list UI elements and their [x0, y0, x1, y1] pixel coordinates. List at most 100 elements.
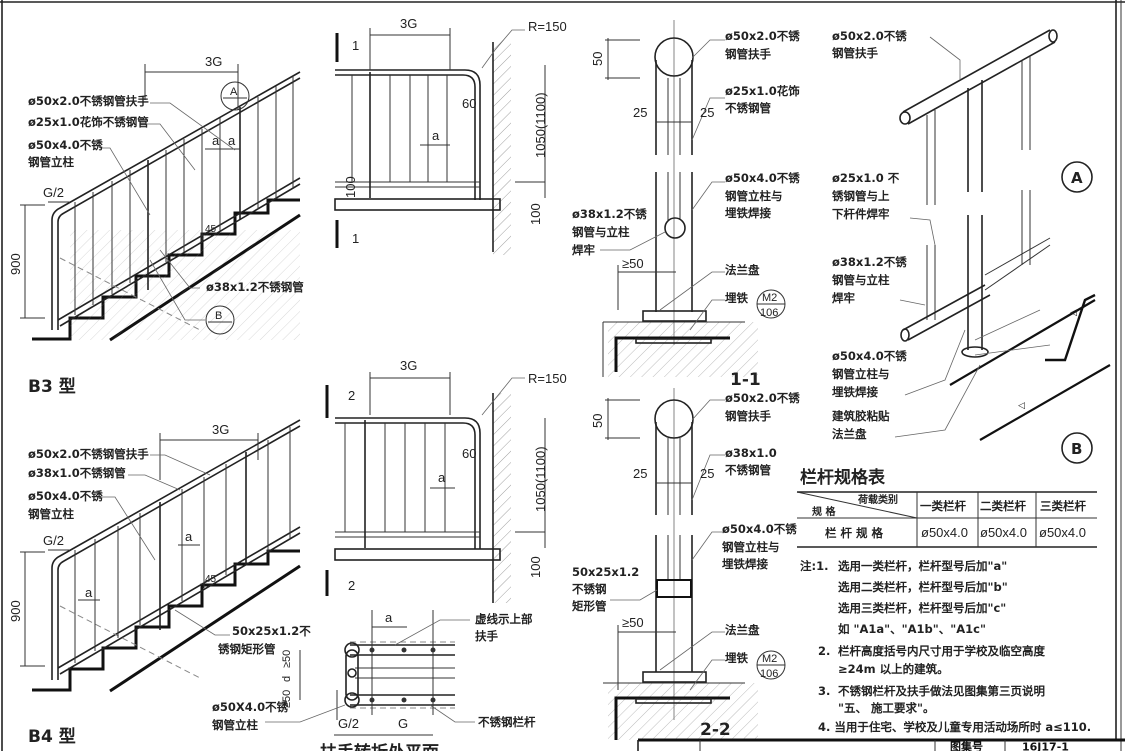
- detail11-label: ø50x4.0不锈: [725, 171, 800, 185]
- spec-table-cell: ø50x4.0: [980, 525, 1027, 540]
- iso-label: 法兰盘: [832, 427, 867, 441]
- note-line: 4. 当用于住宅、学校及儿童专用活动场所时 a≤110.: [818, 720, 1091, 734]
- notes: 注:1. 选用一类栏杆，栏杆型号后加"a" 选用二类栏杆，栏杆型号后加"b" 选…: [800, 559, 1091, 734]
- iso-detail: ◁◁: [894, 29, 1111, 464]
- b3-title: B3 型: [28, 376, 76, 397]
- note-line: "五、 施工要求"。: [838, 701, 935, 715]
- detail11-label: 埋铁焊接: [725, 206, 771, 220]
- spec-table-cell: ø50x4.0: [1039, 525, 1086, 540]
- detail22-label: ø38x1.0: [725, 446, 777, 460]
- detail22-label: ø50x2.0不锈: [725, 391, 800, 405]
- iso-callout-b: B: [1071, 440, 1082, 458]
- b3-label: ø50x4.0不锈: [28, 138, 103, 152]
- detail11-label: 钢管与立柱: [572, 225, 630, 239]
- section2-span-dim: 3G: [400, 358, 417, 373]
- detail22-label: 不锈钢: [572, 582, 607, 596]
- detail11-title: 1-1: [730, 370, 761, 390]
- detail22-label: 不锈钢管: [725, 463, 771, 477]
- b3-label: ø38x1.2不锈钢管: [206, 280, 304, 294]
- detail-2-2: [603, 388, 786, 740]
- iso-label: 锈钢管与上: [832, 189, 890, 203]
- spec-table-col: 一类栏杆: [920, 499, 966, 513]
- spec-table-corner-top: 荷载类别: [857, 493, 898, 506]
- detail22-title: 2-2: [700, 720, 731, 740]
- spec-table-corner-bottom: 规 格: [812, 505, 836, 518]
- spec-table-col: 二类栏杆: [980, 499, 1026, 513]
- section2-mark: 2: [348, 388, 355, 403]
- detail22-label: ø50x4.0不锈: [722, 522, 797, 536]
- detail11-label: 法兰盘: [725, 263, 760, 277]
- plan-g-dim: G: [398, 716, 408, 731]
- section1-base-dim: 100: [343, 176, 358, 198]
- plan-label: 不锈钢栏杆: [478, 715, 536, 729]
- detail11-ref-top: M2: [762, 292, 777, 304]
- detail11-ref-bottom: 106: [760, 307, 778, 319]
- b4-span-dim: 3G: [212, 422, 229, 437]
- section1-height-dim: 1050(1100): [533, 92, 548, 158]
- detail22-ge50-dim: ≥50: [622, 615, 644, 630]
- b4-a-dim: a: [185, 529, 193, 544]
- detail11-label: ø50x2.0不锈: [725, 29, 800, 43]
- detail11-25-dim: 25: [633, 105, 647, 120]
- spec-table-title: 栏杆规格表: [800, 467, 886, 488]
- iso-label: ø38x1.2不锈: [832, 255, 907, 269]
- note-line: 选用一类栏杆，栏杆型号后加"a": [838, 559, 1007, 573]
- callout-b-label: B: [215, 310, 222, 322]
- spec-table-grid: [796, 491, 1097, 548]
- detail22-25-dim: 25: [700, 466, 714, 481]
- callout-a-label: A: [230, 86, 238, 98]
- detail11-25-dim: 25: [700, 105, 714, 120]
- detail22-50-dim: 50: [590, 414, 605, 428]
- section1-mark: 1: [352, 38, 359, 53]
- section1-radius-dim: R=150: [528, 19, 567, 34]
- detail-1-1: [600, 20, 786, 377]
- iso-label: 埋铁焊接: [832, 385, 878, 399]
- section1-a-dim: a: [432, 128, 440, 143]
- section1-balusters: [351, 72, 448, 198]
- detail11-label: ø38x1.2不锈: [572, 207, 647, 221]
- section1-elevation: [334, 28, 546, 255]
- callout-a-circle: [220, 81, 250, 111]
- section2-elevation: [325, 372, 546, 603]
- b4-label: 锈钢矩形管: [218, 642, 276, 656]
- iso-label: 焊牢: [832, 291, 855, 305]
- detail22-label: 钢管扶手: [725, 409, 771, 423]
- section2-balusters: [344, 420, 446, 548]
- b4-a-dim: a: [85, 585, 93, 600]
- detail22-label: 钢管立柱与: [722, 540, 780, 554]
- plan-a-dim: a: [385, 610, 393, 625]
- iso-callout-a: A: [1071, 169, 1083, 187]
- title-block: [637, 738, 1125, 751]
- note-line: 栏杆高度括号内尺寸用于学校及临空高度: [838, 644, 1045, 658]
- b4-half-dim: G/2: [43, 533, 64, 548]
- spec-table-row-label: 栏 杆 规 格: [825, 526, 884, 540]
- b3-elevation: [20, 64, 301, 342]
- b3-height-dim: 900: [8, 253, 23, 275]
- section1-mark: 1: [352, 231, 359, 246]
- notes-prefix: 注:1.: [800, 559, 828, 573]
- detail11-label: 不锈钢管: [725, 101, 771, 115]
- section1-offset-dim: 60: [462, 96, 476, 111]
- detail22-label: 埋铁: [725, 651, 748, 665]
- plan-label: 虚线示上部: [475, 612, 533, 626]
- b3-a-dim: a: [228, 133, 236, 148]
- callout-b-circle: [205, 305, 235, 335]
- b4-angle-dim: 45: [205, 574, 217, 585]
- b4-label: ø50x4.0不锈: [28, 489, 103, 503]
- section2-base-dim: 100: [528, 556, 543, 578]
- spec-table-col: 三类栏杆: [1040, 499, 1086, 513]
- note-line: 如 "A1a"、"A1b"、"A1c": [838, 622, 986, 636]
- b3-angle-dim: 45: [205, 224, 217, 235]
- b4-label: ø50x2.0不锈钢管扶手: [28, 447, 149, 461]
- detail22-label: 50x25x1.2: [572, 565, 639, 579]
- detail11-ge50-dim: ≥50: [622, 256, 644, 271]
- iso-label: 钢管立柱与: [832, 367, 890, 381]
- detail22-label: 埋铁焊接: [722, 557, 768, 571]
- plan-ge50-dim: ≥50: [281, 650, 293, 668]
- detail22-25-dim: 25: [633, 466, 647, 481]
- detail11-50-dim: 50: [590, 52, 605, 66]
- b3-span-dim: 3G: [205, 54, 222, 69]
- b3-a-dim: a: [212, 133, 220, 148]
- iso-label: 钢管与立柱: [832, 273, 890, 287]
